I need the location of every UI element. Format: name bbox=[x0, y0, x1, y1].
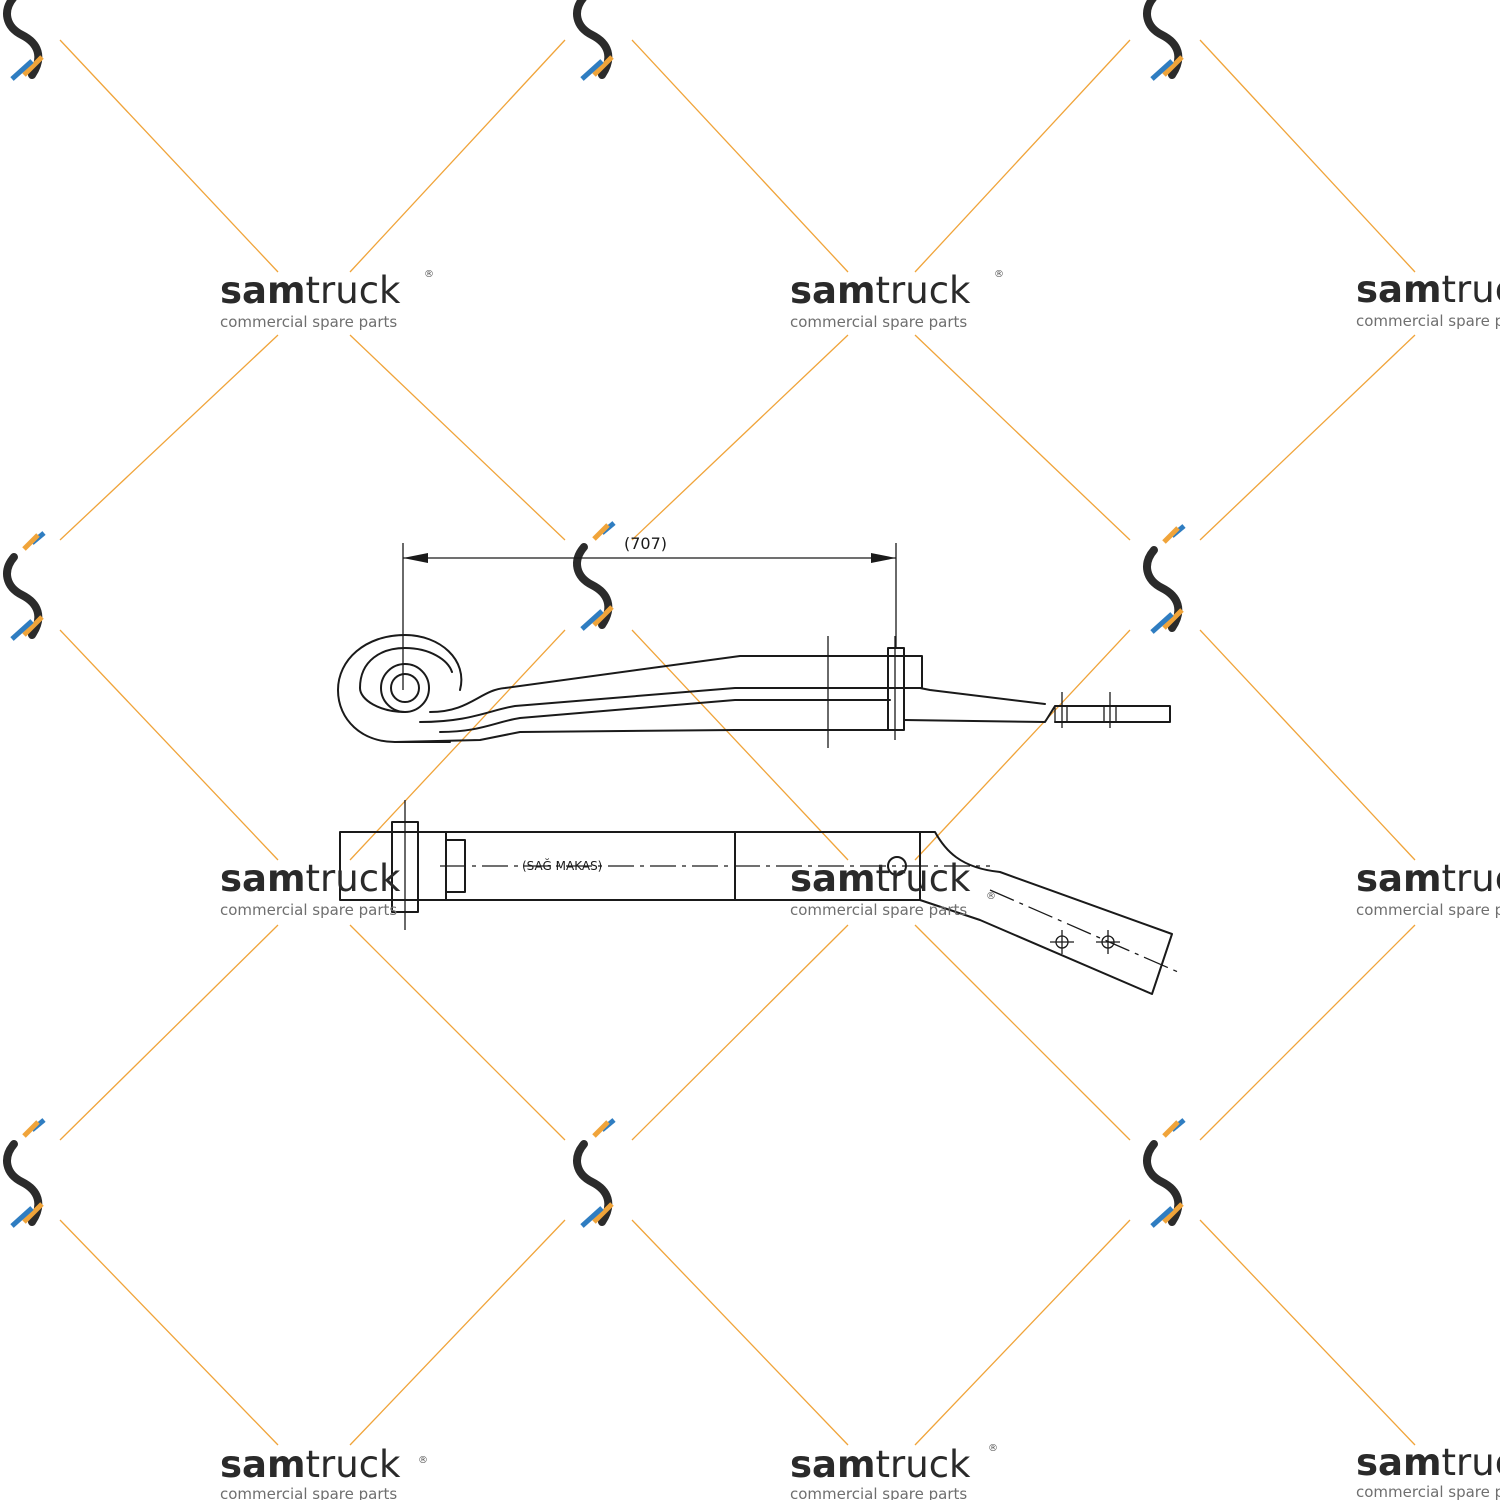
svg-text:commercial spare parts: commercial spare parts bbox=[1356, 901, 1500, 919]
watermark-7: samtruck ® commercial spare parts bbox=[220, 1443, 428, 1500]
watermark-wordmarks: samtruck ® commercial spare parts samtru… bbox=[220, 268, 1500, 1500]
svg-text:samtruck: samtruck bbox=[1356, 268, 1500, 311]
svg-text:®: ® bbox=[986, 891, 996, 902]
svg-text:commercial spare parts: commercial spare parts bbox=[220, 1485, 397, 1500]
watermark-2: samtruck ® commercial spare parts bbox=[790, 269, 1004, 331]
svg-text:samtruck: samtruck bbox=[1356, 857, 1500, 900]
svg-text:®: ® bbox=[418, 1455, 428, 1466]
svg-text:commercial spare parts: commercial spare parts bbox=[790, 313, 967, 331]
watermark-logo-icons bbox=[7, 0, 1184, 1226]
svg-text:samtruck: samtruck bbox=[220, 857, 401, 900]
hole-marker-2 bbox=[1096, 930, 1120, 954]
watermark-1: samtruck ® commercial spare parts bbox=[220, 269, 434, 331]
svg-text:samtruck: samtruck bbox=[790, 857, 971, 900]
svg-text:samtruck: samtruck bbox=[220, 269, 401, 312]
watermark-5: samtruck ® commercial spare parts bbox=[790, 857, 996, 919]
dimension-label: (707) bbox=[624, 534, 667, 553]
watermark-9: samtruck commercial spare parts bbox=[1356, 1441, 1500, 1500]
part-label: (SAĞ MAKAS) bbox=[522, 858, 602, 873]
svg-text:commercial spare parts: commercial spare parts bbox=[790, 901, 967, 919]
svg-text:samtruck: samtruck bbox=[1356, 1441, 1500, 1484]
svg-text:®: ® bbox=[424, 269, 434, 280]
svg-text:commercial spare parts: commercial spare parts bbox=[220, 901, 397, 919]
leaf-spring-top-view: (SAĞ MAKAS) bbox=[339, 800, 1179, 995]
watermark-3: samtruck commercial spare parts bbox=[1356, 268, 1500, 330]
svg-text:commercial spare parts: commercial spare parts bbox=[790, 1485, 967, 1500]
watermark-4: samtruck commercial spare parts bbox=[220, 857, 401, 919]
leaf-spring-side-view bbox=[337, 634, 1171, 748]
svg-text:commercial spare parts: commercial spare parts bbox=[1356, 312, 1500, 330]
dimension-707: (707) bbox=[402, 534, 897, 690]
watermark-8: samtruck ® commercial spare parts bbox=[790, 1443, 998, 1500]
svg-text:samtruck: samtruck bbox=[220, 1443, 401, 1486]
svg-text:samtruck: samtruck bbox=[790, 1443, 971, 1486]
svg-text:®: ® bbox=[994, 269, 1004, 280]
svg-text:commercial spare parts: commercial spare parts bbox=[220, 313, 397, 331]
hole-marker-1 bbox=[1050, 930, 1074, 954]
watermark-6: samtruck commercial spare parts bbox=[1356, 857, 1500, 919]
watermark-grid bbox=[59, 39, 1416, 1446]
svg-text:®: ® bbox=[988, 1443, 998, 1454]
svg-text:samtruck: samtruck bbox=[790, 269, 971, 312]
svg-text:commercial spare parts: commercial spare parts bbox=[1356, 1483, 1500, 1500]
